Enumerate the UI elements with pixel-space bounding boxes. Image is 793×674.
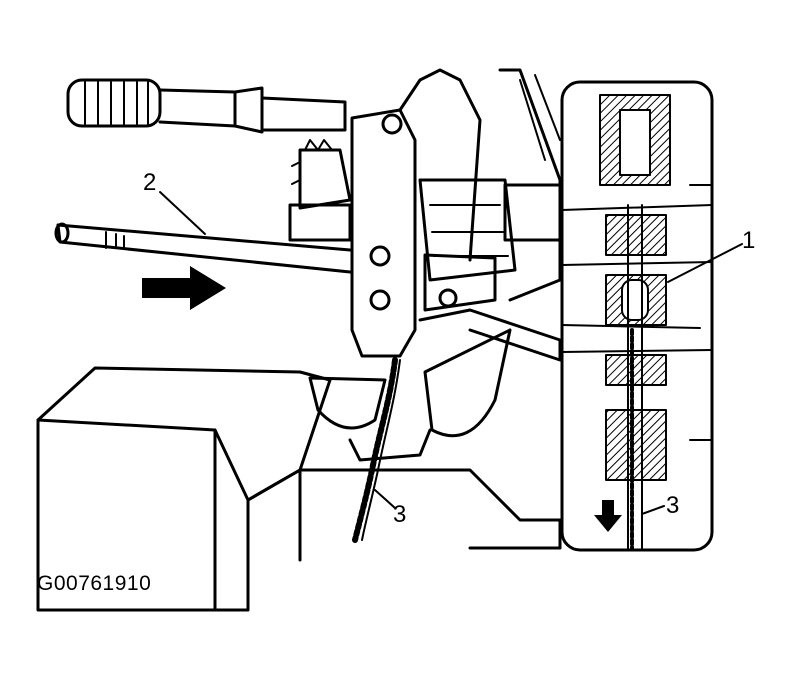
fork-hole-1 xyxy=(369,245,391,267)
leader-3b xyxy=(641,505,665,515)
callout-3-inset: 3 xyxy=(666,492,680,519)
callout-3-main: 3 xyxy=(393,501,407,528)
fork-leg-right xyxy=(423,328,512,438)
gear-rings xyxy=(498,68,562,302)
fork-leg-left xyxy=(308,376,387,430)
input-shaft-collar xyxy=(233,86,264,134)
callout-2: 2 xyxy=(143,169,157,196)
fork-leg-base xyxy=(348,428,432,462)
fork-arm xyxy=(398,68,482,262)
detent-spring-wire xyxy=(361,359,401,541)
shift-rail-end xyxy=(54,222,70,244)
synchronizer-detail xyxy=(429,204,509,257)
synchronizer xyxy=(418,178,517,282)
detent-spring xyxy=(352,357,398,543)
gear-upper xyxy=(298,148,352,210)
gear-left xyxy=(288,203,352,242)
bracket-arm xyxy=(418,308,562,362)
fork-hole-top xyxy=(381,113,403,135)
leader-1 xyxy=(667,243,743,283)
input-shaft xyxy=(158,88,237,128)
gear-rings-2 xyxy=(519,74,561,161)
leader-2 xyxy=(159,191,206,235)
shift-rail-top xyxy=(56,223,352,252)
direction-arrow-right-icon xyxy=(142,266,226,310)
detent-location xyxy=(438,288,458,308)
direction-arrow-down-icon xyxy=(594,500,622,532)
gear-teeth xyxy=(291,139,333,185)
input-shaft-end xyxy=(260,96,347,132)
callout-1: 1 xyxy=(742,227,756,254)
leader-3a xyxy=(374,489,396,509)
input-shaft-spline xyxy=(66,78,162,128)
figure-code: G00761910 xyxy=(37,572,152,595)
shift-fork xyxy=(350,108,417,358)
detent-ball xyxy=(621,279,649,321)
sleeve xyxy=(423,253,497,312)
gear-stack xyxy=(503,183,562,242)
inset-cross-section xyxy=(561,94,713,550)
fork-hole-2 xyxy=(369,289,391,311)
